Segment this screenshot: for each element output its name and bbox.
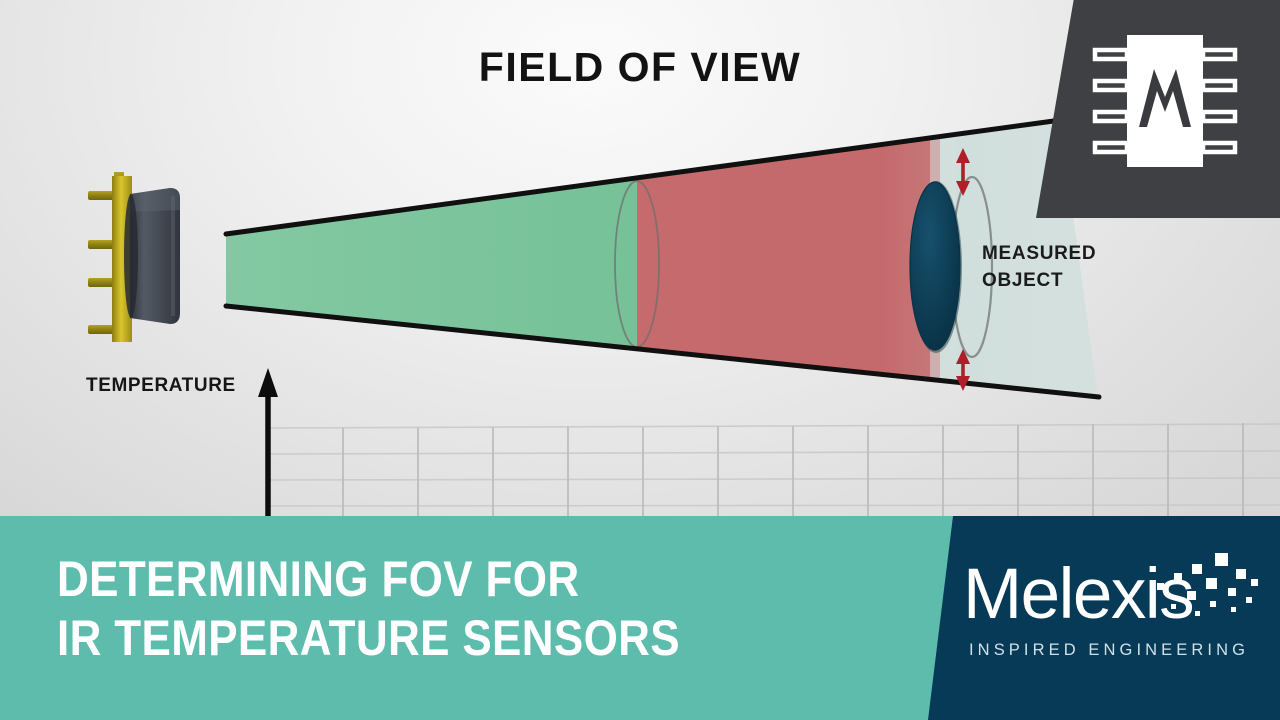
ir-sensor-icon: [88, 172, 180, 342]
double-arrow-vertical-icon: [956, 148, 970, 196]
melexis-tagline: INSPIRED ENGINEERING: [969, 641, 1250, 659]
cone-far-zone: [637, 120, 940, 398]
measured-object-label-line1: MEASURED: [982, 243, 1097, 264]
page-title: FIELD OF VIEW: [478, 44, 802, 90]
pixel-cluster-icon: [1157, 553, 1258, 616]
measured-object: [909, 181, 962, 353]
banner-teal-panel: [0, 516, 953, 720]
double-arrow-vertical-icon: [956, 349, 970, 391]
melexis-logo: Melexis INSPIRED ENGINEERING: [963, 549, 1263, 677]
cone-outline: [223, 117, 1102, 400]
sensor-can: [130, 188, 180, 324]
chip-pins-left: [1092, 47, 1130, 155]
cone-edge-top: [223, 117, 1064, 237]
banner-title-line2: IR TEMPERATURE SENSORS: [57, 610, 680, 666]
banner-title-line1: DETERMINING FOV FOR: [57, 551, 580, 607]
banner-title: DETERMINING FOV FOR IR TEMPERATURE SENSO…: [57, 550, 814, 668]
measured-object-label-line2: OBJECT: [982, 270, 1064, 291]
axis-label-temperature: TEMPERATURE: [86, 375, 236, 396]
temperature-graph-grid: [267, 423, 1280, 518]
measured-object-label: MEASURED OBJECT: [982, 240, 1096, 294]
badge-letter-m: [1139, 69, 1191, 127]
axis-arrow-up-icon: [258, 368, 278, 520]
title-banner: DETERMINING FOV FOR IR TEMPERATURE SENSO…: [0, 516, 1280, 720]
melexis-wordmark: Melexis: [963, 555, 1195, 634]
cone-edge-bottom: [223, 303, 1102, 400]
ic-chip-icon: [1092, 35, 1238, 167]
chip-pins-right: [1200, 47, 1238, 155]
chip-badge: [1036, 0, 1280, 218]
